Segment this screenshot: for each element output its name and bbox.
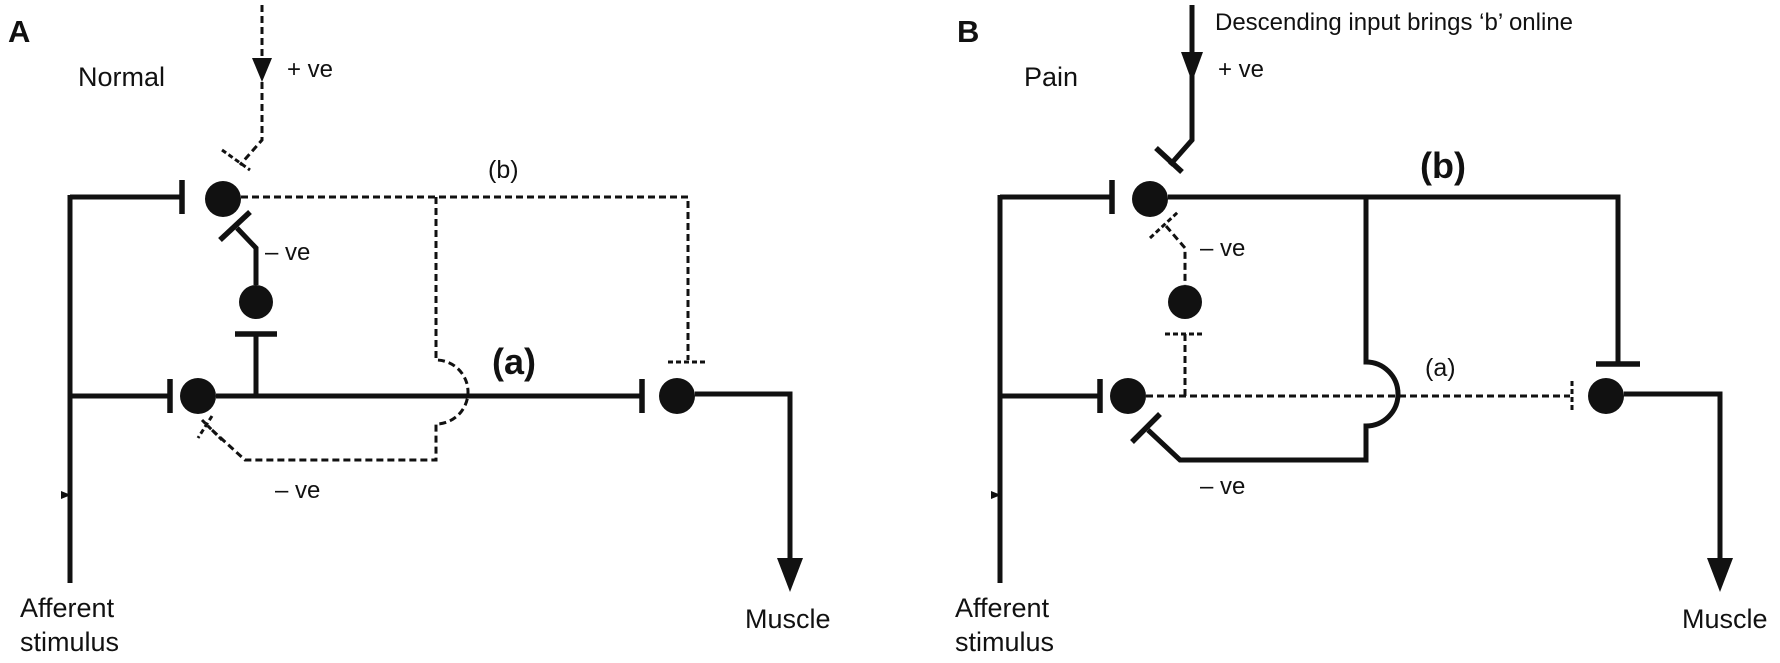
panel-b-upper-neuron	[1132, 181, 1168, 217]
panel-b-minus-ve-top-label: – ve	[1200, 235, 1245, 262]
panel-a-inhibitory-interneuron	[239, 285, 273, 319]
panel-a-title: Normal	[78, 62, 165, 92]
panel-a-path-a-label: (a)	[492, 341, 536, 382]
panel-b: B Pain Descending input brings ‘b’ onlin…	[955, 5, 1768, 657]
panel-a-lower-inhibitory-synapse	[200, 418, 224, 442]
panel-b-lower-inhibitory-synapse	[1130, 412, 1162, 444]
panel-a-plus-ve-label: + ve	[287, 56, 333, 83]
panel-a: A Normal + ve – ve – ve (b) (a) Afferent…	[8, 5, 831, 657]
panel-a-upper-to-interneuron	[235, 226, 259, 285]
panel-b-path-b	[1168, 194, 1621, 362]
panel-b-interneuron-synapse-top	[1148, 210, 1180, 240]
panel-b-inhibitory-interneuron	[1168, 285, 1202, 319]
panel-b-descending-arrowhead	[1181, 52, 1203, 82]
panel-a-path-b	[241, 195, 690, 360]
panel-a-descending-synapse	[221, 148, 251, 172]
panel-a-minus-ve-bottom-label: – ve	[275, 477, 320, 504]
panel-b-path-a-label: (a)	[1425, 354, 1456, 382]
panel-a-muscle-arrowhead	[777, 558, 803, 592]
panel-a-motor-neuron	[659, 378, 695, 414]
panel-b-letter: B	[957, 14, 979, 49]
panel-b-minus-ve-bottom-label: – ve	[1200, 473, 1245, 500]
panel-a-upper-neuron	[205, 181, 241, 217]
panel-b-lower-neuron	[1110, 378, 1146, 414]
panel-a-path-b-inhibitory-loop	[210, 197, 470, 462]
panel-b-descending-synapse	[1154, 145, 1184, 175]
panel-a-descending-input	[238, 5, 264, 166]
panel-b-title: Pain	[1024, 62, 1078, 92]
panel-a-interneuron-synapse-top	[218, 209, 252, 243]
panel-b-path-b-label: (b)	[1420, 145, 1466, 186]
panel-a-letter: A	[8, 14, 30, 49]
panel-a-path-b-label: (b)	[488, 156, 519, 184]
panel-b-motor-neuron	[1588, 378, 1624, 414]
panel-a-lower-inhibitory-synapse-bar	[196, 415, 214, 439]
panel-b-path-b-inhibitory-loop	[1146, 197, 1401, 463]
panel-a-motor-output	[695, 391, 793, 565]
panel-b-muscle-label: Muscle	[1682, 604, 1768, 634]
panel-a-descending-arrowhead	[252, 58, 272, 82]
panel-b-upper-to-interneuron	[1164, 225, 1187, 285]
panel-b-afferent-label-line2: stimulus	[955, 627, 1054, 657]
panel-b-plus-ve-label: + ve	[1218, 56, 1264, 83]
panel-b-afferent-label-line1: Afferent	[955, 593, 1050, 623]
panel-b-muscle-arrowhead	[1707, 558, 1733, 592]
panel-a-minus-ve-top-label: – ve	[265, 239, 310, 266]
panel-a-afferent-label-line1: Afferent	[20, 593, 115, 623]
panel-b-descending-input	[1168, 5, 1195, 167]
panel-a-muscle-label: Muscle	[745, 604, 831, 634]
panel-b-descending-caption: Descending input brings ‘b’ online	[1215, 9, 1573, 36]
panel-a-lower-neuron	[180, 378, 216, 414]
panel-b-motor-output	[1624, 391, 1723, 565]
panel-a-afferent-label-line2: stimulus	[20, 627, 119, 657]
